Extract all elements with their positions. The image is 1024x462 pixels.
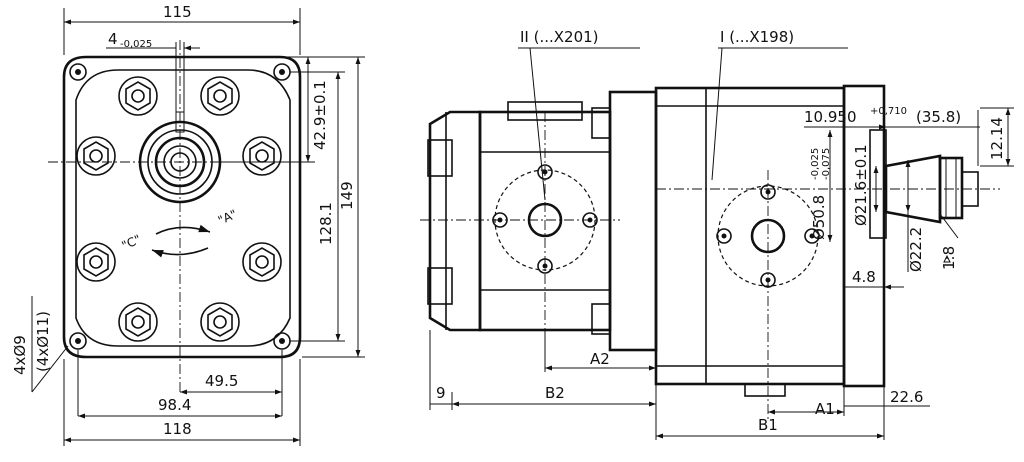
dim-key-tol: -0,025 — [120, 39, 152, 50]
dim-key: 4 — [108, 30, 118, 48]
hole-spec: 4xØ9 — [11, 335, 29, 375]
dim-width-top: 115 — [163, 3, 192, 21]
hole-spec-alt: (4xØ11) — [34, 311, 52, 372]
dim-b1: B1 — [758, 416, 778, 434]
dim-bolt-height: 128.1 — [317, 202, 335, 245]
rotation-label-c: "C" — [120, 232, 144, 253]
front-body-outline — [75, 69, 291, 347]
dim-flange: 4.8 — [852, 268, 876, 286]
dim-a1: A1 — [815, 400, 835, 418]
dim-shaft-len-ref: (35.8) — [916, 108, 961, 126]
section-label-i: I (...X198) — [720, 28, 794, 46]
dim-nine: 9 — [436, 384, 446, 402]
dim-pilot-tol-lower: -0,075 — [821, 148, 832, 180]
tapered-shaft — [884, 154, 979, 224]
dim-taper: 1:8 — [940, 246, 958, 270]
rotation-arrows — [151, 224, 211, 258]
dim-shaft-offset: 42.9±0.1 — [311, 80, 329, 150]
dim-thread: 12.14 — [988, 117, 1006, 160]
dim-a2: A2 — [590, 350, 610, 368]
section-label-ii: II (...X201) — [520, 28, 599, 46]
dim-shaft-proj: 22.6 — [890, 388, 923, 406]
rear-cover — [428, 110, 482, 332]
dim-pilot-tol-upper: -0,025 — [810, 148, 821, 180]
front-plate-outline — [62, 55, 302, 359]
dim-b2: B2 — [545, 384, 565, 402]
mounting-holes — [69, 63, 291, 350]
dim-shaft-dia: Ø21.6±0.1 — [852, 144, 870, 226]
hex-bolts — [76, 76, 282, 342]
middle-plate — [608, 90, 658, 352]
front-flange — [842, 84, 886, 388]
dim-height: 149 — [338, 181, 356, 210]
dim-shaft-major: Ø22.2 — [907, 227, 925, 272]
dim-pilot: Ø50.8 — [810, 195, 828, 240]
rotation-label-a: "A" — [216, 207, 239, 228]
dim-half-bolt: 49.5 — [205, 372, 238, 390]
dim-shaft-len-tol: +0,710 — [870, 106, 907, 117]
side-view: II (...X201) I (...X198) 10.950 +0,710 (… — [420, 28, 1014, 440]
front-view: "C" "A" 115 4 -0,025 42.9±0.1 128.1 149 … — [11, 3, 365, 446]
dim-shaft-len: 10.950 — [804, 108, 857, 126]
dim-bolt-spacing: 98.4 — [158, 396, 191, 414]
dim-width-bottom: 118 — [163, 420, 192, 438]
